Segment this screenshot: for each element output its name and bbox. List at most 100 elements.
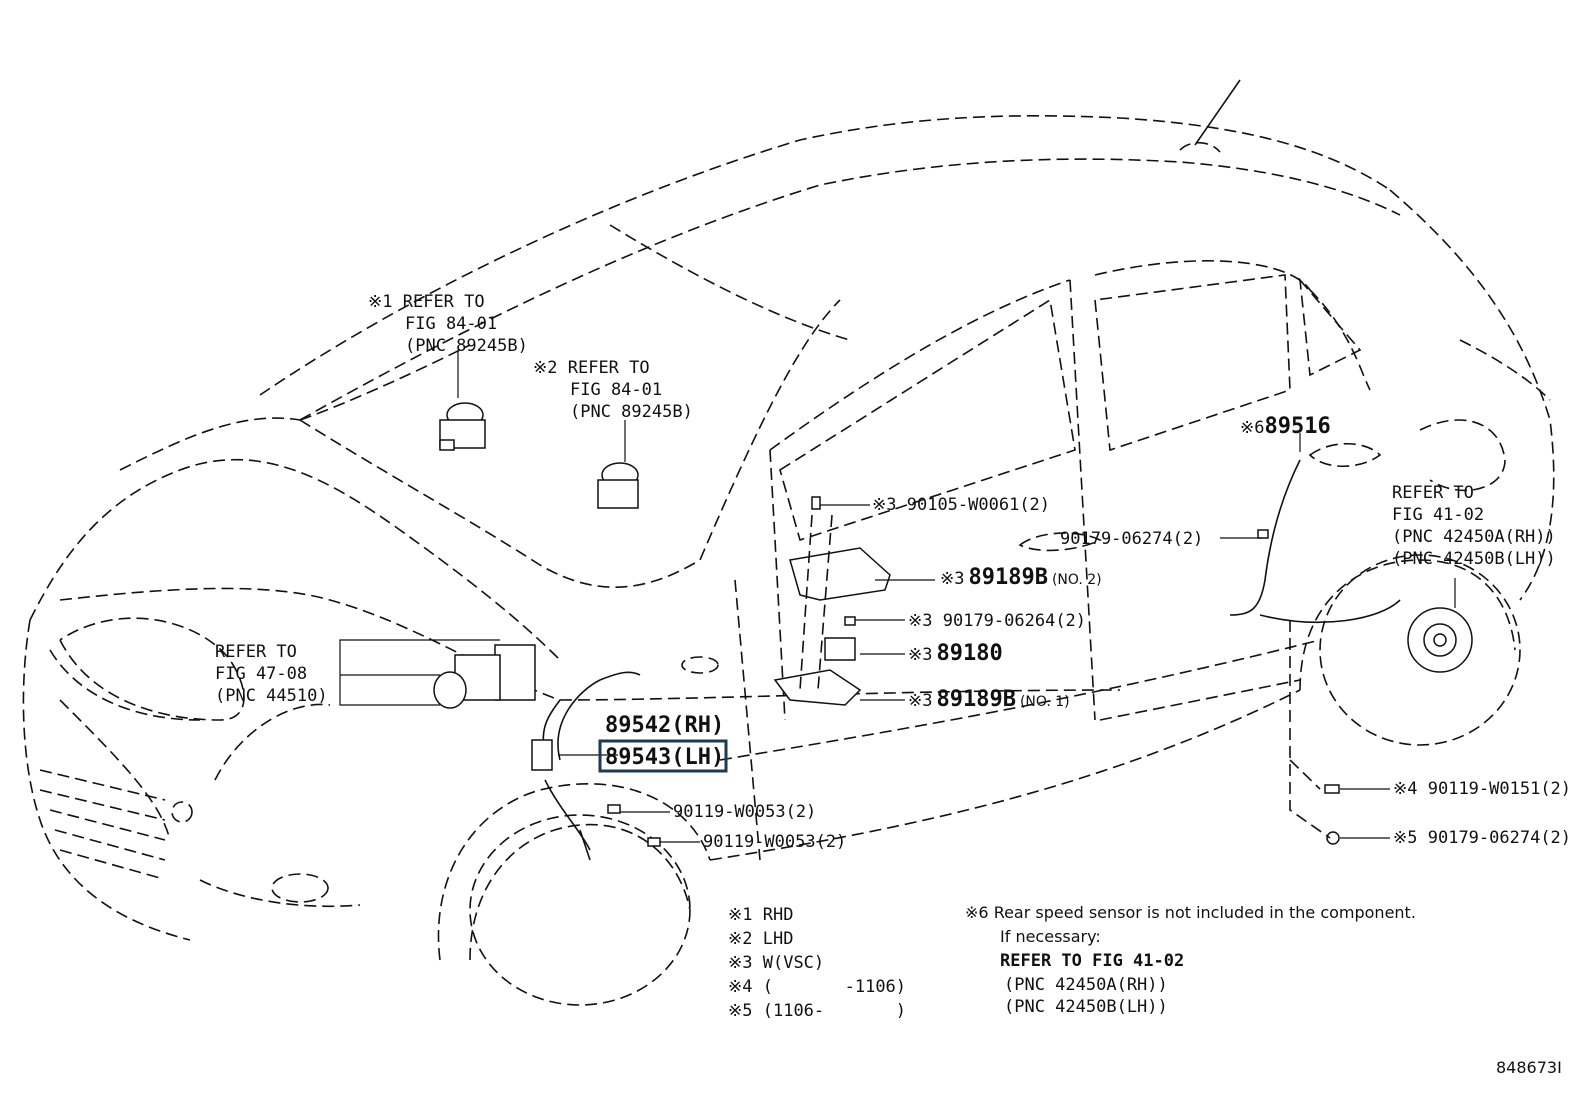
svg-text:※4 ( -1106): ※4 ( -1106) [728, 977, 906, 997]
refer-rhd-line2: FIG 84-01 [405, 314, 497, 334]
bolts [607, 616, 1340, 847]
rear-sensor-note: ※6 Rear speed sensor is not included in … [965, 903, 1416, 1017]
svg-text:※6 Rear speed sensor is not in: ※6 Rear speed sensor is not included in … [965, 903, 1416, 922]
p89189b-no2-number: 89189B [968, 565, 1047, 590]
refer-abs-line2: FIG 47-08 [215, 664, 307, 684]
legend-2-mark: ※2 [728, 929, 752, 949]
p89180-mark: ※3 [908, 645, 932, 665]
note-mark: ※6 [965, 903, 989, 922]
svg-text:※2 REFER TO: ※2 REFER TO [533, 358, 650, 378]
p90119-b-number: 90119-W0053(2) [703, 832, 846, 852]
bracket-sensor-no2 [789, 496, 891, 601]
svg-text:※3 W(VSC): ※3 W(VSC) [728, 953, 824, 973]
note-line2: If necessary: [1000, 927, 1101, 946]
note-line1: Rear speed sensor is not included in the… [994, 903, 1416, 922]
part-label-90119-w0151: ※4 90119-W0151(2) [1393, 779, 1571, 799]
refer-lhd-line2: FIG 84-01 [570, 380, 662, 400]
callout-refer-rhd: ※1 REFER TO FIG 84-01 (PNC 89245B) [368, 292, 528, 356]
refer-hub-line4: (PNC 42450B(LH)) [1392, 549, 1556, 569]
refer-lhd-line3: (PNC 89245B) [570, 402, 693, 422]
p90179-06264-mark: ※3 [908, 611, 932, 631]
part-label-89516: ※689516 [1240, 414, 1331, 439]
part-label-89189b-no2: ※3 89189B (NO. 2) [940, 565, 1102, 590]
p89180-number: 89180 [936, 641, 1002, 666]
p89542-number: 89542(RH) [605, 713, 724, 738]
note-line5: (PNC 42450B(LH)) [1004, 997, 1168, 1017]
legend: ※1 RHD ※2 LHD ※3 W(VSC) ※4 ( -1106) ※5 (… [728, 905, 906, 1021]
refer-lhd-mark: ※2 [533, 358, 557, 378]
car-outline [22, 79, 1555, 1006]
p89189b-no2-suffix: (NO. 2) [1052, 572, 1102, 588]
legend-4-mark: ※4 [728, 977, 752, 997]
p90179-06274-top-number: 90179-06274(2) [1060, 529, 1203, 549]
note-line3: REFER TO FIG 41-02 [1000, 951, 1184, 971]
svg-text:※3 89180: ※3 89180 [908, 641, 1003, 666]
legend-1-mark: ※1 [728, 905, 752, 925]
p89189b-no1-mark: ※3 [908, 691, 932, 711]
svg-text:※689516: ※689516 [1240, 414, 1331, 439]
yaw-rate-sensor-lhd [597, 462, 639, 509]
svg-text:※1 REFER TO: ※1 REFER TO [368, 292, 485, 312]
svg-text:※2 LHD: ※2 LHD [728, 929, 793, 949]
callout-refer-hub: REFER TO FIG 41-02 (PNC 42450A(RH)) (PNC… [1392, 483, 1556, 569]
legend-2-text: LHD [763, 929, 794, 949]
part-label-89189b-no1: ※3 89189B (NO. 1) [908, 687, 1070, 712]
p90105-number: 90105-W0061(2) [907, 495, 1050, 515]
refer-hub-line2: FIG 41-02 [1392, 505, 1484, 525]
p89189b-no1-number: 89189B [936, 687, 1015, 712]
yaw-rate-sensor-rhd [439, 402, 486, 451]
legend-4-text: ( -1106) [763, 977, 906, 997]
refer-hub-line1: REFER TO [1392, 483, 1474, 503]
leader-lines [339, 350, 1456, 843]
svg-text:※3 89189B(NO. 1): ※3 89189B (NO. 1) [908, 687, 1070, 712]
refer-rhd-line3: (PNC 89245B) [405, 336, 528, 356]
yaw-sensor-89180 [824, 637, 856, 661]
p90119-w0151-number: 90119-W0151(2) [1428, 779, 1571, 799]
p89189b-no1-suffix: (NO. 1) [1020, 694, 1070, 710]
svg-text:※5 (1106- ): ※5 (1106- ) [728, 1001, 906, 1021]
part-label-90119-a: 90119-W0053(2) [673, 802, 816, 822]
p89189b-no2-mark: ※3 [940, 569, 964, 589]
p90105-mark: ※3 [872, 495, 896, 515]
p89516-mark: ※6 [1240, 418, 1264, 438]
p90179-06274-bot-number: 90179-06274(2) [1428, 828, 1571, 848]
part-label-90179-06274-top: 90179-06274(2) [1060, 529, 1203, 549]
p90179-06264-number: 90179-06264(2) [943, 611, 1086, 631]
p89543-number: 89543(LH) [605, 745, 724, 770]
refer-rhd-line1: REFER TO [403, 292, 485, 312]
svg-text:※1 RHD: ※1 RHD [728, 905, 793, 925]
p90119-a-number: 90119-W0053(2) [673, 802, 816, 822]
part-label-90179-06274-bot: ※5 90179-06274(2) [1393, 828, 1571, 848]
legend-1-text: RHD [763, 905, 794, 925]
rear-speed-sensor-wire [1229, 459, 1401, 623]
refer-abs-line1: REFER TO [215, 642, 297, 662]
highlight-box [598, 739, 728, 773]
svg-text:※3 89189B(NO. 2): ※3 89189B (NO. 2) [940, 565, 1102, 590]
part-label-90119-b: 90119-W0053(2) [703, 832, 846, 852]
refer-lhd-line1: REFER TO [568, 358, 650, 378]
svg-text:※3 90105-W0061(2): ※3 90105-W0061(2) [872, 495, 1050, 515]
legend-3-text: W(VSC) [763, 953, 824, 973]
part-label-90105: ※3 90105-W0061(2) [872, 495, 1050, 515]
p90119-w0151-mark: ※4 [1393, 779, 1417, 799]
front-speed-sensor [531, 671, 641, 861]
svg-text:※3 90179-06264(2): ※3 90179-06264(2) [908, 611, 1086, 631]
note-line4: (PNC 42450A(RH)) [1004, 975, 1168, 995]
refer-abs-line3: (PNC 44510) [215, 686, 328, 706]
callout-refer-abs: REFER TO FIG 47-08 (PNC 44510) [215, 642, 328, 706]
legend-3-mark: ※3 [728, 953, 752, 973]
refer-rhd-mark: ※1 [368, 292, 392, 312]
p90179-06274-bot-mark: ※5 [1393, 828, 1417, 848]
callout-refer-lhd: ※2 REFER TO FIG 84-01 (PNC 89245B) [533, 358, 693, 422]
figure-id: 848673I [1496, 1058, 1562, 1077]
svg-text:※5 90179-06274(2): ※5 90179-06274(2) [1393, 828, 1571, 848]
part-label-89180: ※3 89180 [908, 641, 1003, 666]
part-label-90179-06264: ※3 90179-06264(2) [908, 611, 1086, 631]
svg-text:※4 90119-W0151(2): ※4 90119-W0151(2) [1393, 779, 1571, 799]
legend-5-text: (1106- ) [763, 1001, 906, 1021]
p89516-number: 89516 [1264, 414, 1330, 439]
abs-actuator [433, 644, 536, 709]
legend-5-mark: ※5 [728, 1001, 752, 1021]
